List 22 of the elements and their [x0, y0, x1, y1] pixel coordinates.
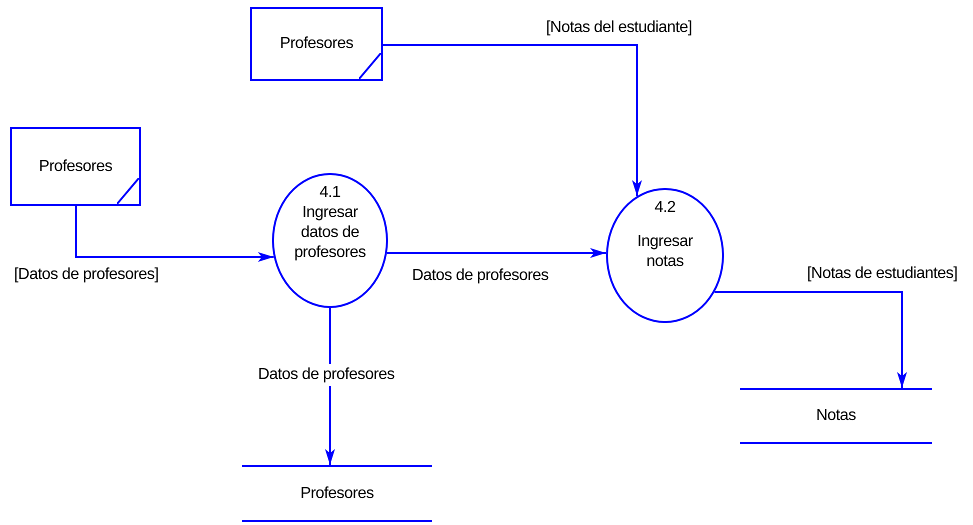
entity-label: Profesores: [38, 156, 112, 176]
edge-label: [Datos de profesores]: [14, 265, 159, 285]
data-flow-arrow: [387, 248, 606, 258]
data-flow-arrow: [383, 44, 642, 196]
process-label: Ingresar datos de profesores: [293, 203, 367, 263]
entity-label: Profesores: [280, 34, 354, 54]
external-entity-box: [250, 7, 383, 81]
process-number: 4.2: [653, 198, 677, 218]
edge-label: Datos de profesores: [256, 364, 396, 386]
data-store-label: Notas: [816, 406, 856, 426]
edge-label: Datos de profesores: [412, 266, 548, 286]
data-flow-arrow: [325, 308, 335, 465]
data-flow-arrow: [714, 291, 907, 388]
data-store-label: Profesores: [300, 484, 374, 504]
edge-label: [Notas del estudiante]: [546, 18, 692, 38]
data-flow-arrow: [75, 206, 274, 262]
process-number: 4.1: [318, 183, 342, 203]
process-label: Ingresar notas: [636, 232, 694, 272]
data-store: [242, 465, 432, 522]
external-entity-box: [10, 127, 141, 206]
edge-label: [Notas de estudiantes]: [807, 264, 958, 284]
data-store: [740, 388, 932, 444]
